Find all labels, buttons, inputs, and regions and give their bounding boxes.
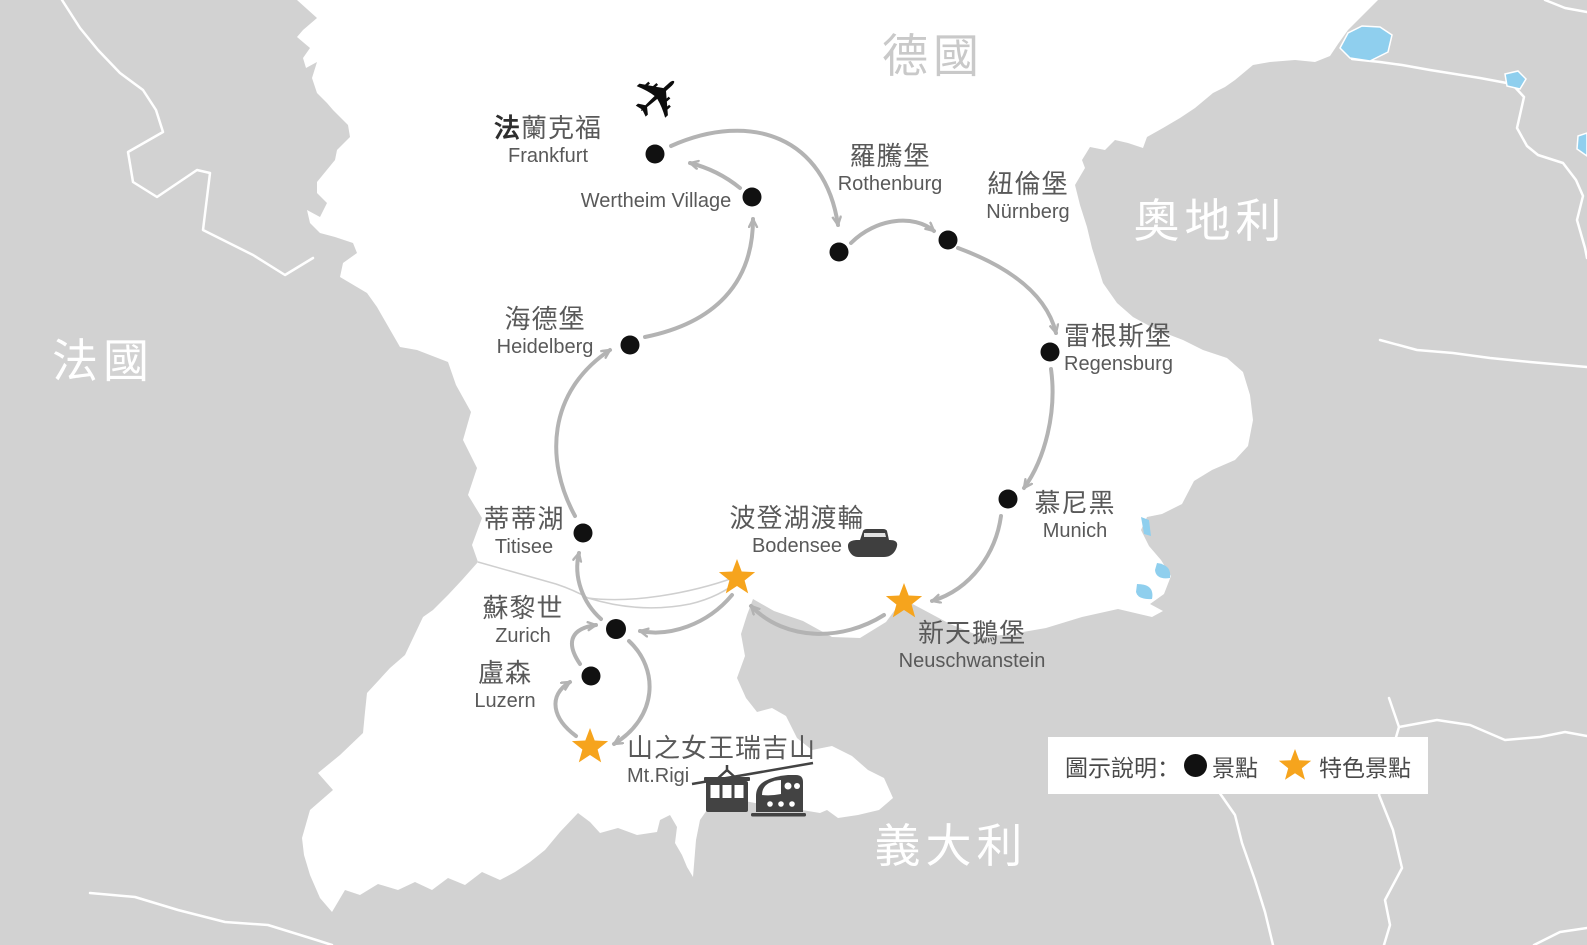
route-segment-mtrigi-luzern xyxy=(553,680,578,738)
stop-label-luzern: 盧森 Luzern xyxy=(474,658,535,713)
stop-label-munich: 慕尼黑 Munich xyxy=(1034,488,1115,543)
route-segment-munich-neuschwanstein xyxy=(930,514,1003,601)
stop-name-zh: 蒂蒂湖 xyxy=(483,504,565,534)
country-label-france: 法國 xyxy=(52,335,154,387)
stop-name-en: Zurich xyxy=(495,625,551,647)
stop-name-en: Regensburg xyxy=(1064,353,1173,375)
stop-name-zh: 雷根斯堡 xyxy=(1064,321,1173,351)
stop-name-zh: 紐倫堡 xyxy=(987,169,1069,199)
stop-name-en: Neuschwanstein xyxy=(898,650,1046,672)
legend-star-icon xyxy=(1276,748,1314,784)
stop-label-bodensee: 波登湖渡輪 Bodensee xyxy=(729,503,864,558)
stop-name-zh: 法蘭克福 xyxy=(493,113,603,143)
route-arrows xyxy=(553,128,1056,746)
stop-label-regensburg: 雷根斯堡 Regensburg xyxy=(1064,321,1173,376)
stop-label-neuschwanstein: 新天鵝堡 Neuschwanstein xyxy=(899,618,1046,673)
stop-dots xyxy=(573,144,1060,686)
stop-dot-luzern xyxy=(581,666,601,686)
train-icon xyxy=(751,775,806,817)
stop-label-zurich: 蘇黎世 Zurich xyxy=(482,593,563,648)
route-segment-frankfurt-rothenburg xyxy=(669,128,838,227)
lake-bavaria-1 xyxy=(1141,517,1151,536)
lake-bavaria-3 xyxy=(1136,584,1153,600)
stop-name-en: Mt.Rigi xyxy=(627,765,690,787)
route-segment-heidelberg-wertheim xyxy=(643,217,753,339)
cable-car-icon xyxy=(691,761,814,812)
stop-label-wertheim: Wertheim Village xyxy=(581,188,731,213)
border-top-right-corner xyxy=(1543,0,1587,14)
route-segment-zurich-mtrigi xyxy=(612,639,652,746)
stop-dot-titisee xyxy=(573,523,593,543)
country-label-austria: 奧地利 xyxy=(1133,195,1287,247)
stop-label-rothenburg: 羅騰堡 Rothenburg xyxy=(838,141,943,196)
stop-name-en: Bodensee xyxy=(751,535,843,557)
legend-star-label: 特色景點 xyxy=(1319,754,1411,781)
lake-bavaria-2 xyxy=(1155,563,1171,579)
route-segment-wertheim-frankfurt xyxy=(688,163,742,190)
border-austria-east xyxy=(1378,338,1587,369)
stop-name-zh: 山之女王瑞吉山 xyxy=(627,733,817,763)
lake-small-right xyxy=(1504,70,1527,90)
border-slovenia-branch xyxy=(1397,718,1587,742)
border-slovenia xyxy=(1377,696,1404,945)
stop-dot-munich xyxy=(998,489,1018,509)
route-segment-bodensee-zurich xyxy=(638,593,734,633)
legend-title: 圖示說明： xyxy=(1065,754,1180,781)
country-label-italy: 義大利 xyxy=(874,820,1028,872)
stop-name-en: Titisee xyxy=(494,536,554,558)
stop-name-zh: 盧森 xyxy=(477,658,532,688)
legend-dot-label: 景點 xyxy=(1212,754,1258,781)
stop-name-zh: 新天鵝堡 xyxy=(917,618,1026,648)
stop-dot-wertheim xyxy=(742,187,762,207)
stop-dot-zurich xyxy=(606,619,626,639)
country-label-germany: 德國 xyxy=(882,30,984,82)
stop-name-zh: 蘇黎世 xyxy=(482,593,564,623)
border-bottom-right xyxy=(1532,926,1587,945)
stop-name-en: Nürnberg xyxy=(986,201,1070,223)
stop-dot-heidelberg xyxy=(620,335,640,355)
route-segment-zurich-titisee xyxy=(577,551,603,621)
stop-name-zh: 慕尼黑 xyxy=(1034,488,1116,518)
stop-name-zh: 羅騰堡 xyxy=(849,141,931,171)
route-segment-titisee-heidelberg xyxy=(554,348,612,518)
lakes xyxy=(1136,25,1587,600)
route-segment-neuschwanstein-bodensee xyxy=(749,604,886,636)
route-segment-nurnberg-regensburg xyxy=(956,246,1056,335)
stop-name-zh: 波登湖渡輪 xyxy=(729,503,865,533)
stop-dot-regensburg xyxy=(1040,342,1060,362)
stop-dot-frankfurt xyxy=(645,144,665,164)
stop-dot-nurnberg xyxy=(938,230,958,250)
stop-name-en: Rothenburg xyxy=(837,173,943,195)
stop-label-frankfurt: 法蘭克福 Frankfurt xyxy=(494,113,602,168)
stop-label-nurnberg: 紐倫堡 Nürnberg xyxy=(986,169,1069,224)
border-italy-east xyxy=(1217,790,1275,945)
route-segment-regensburg-munich xyxy=(1022,367,1055,490)
lake-top-right xyxy=(1339,25,1393,62)
border-bottom-left xyxy=(88,891,334,945)
legend: 圖示說明： 景點 特色景點 xyxy=(1048,737,1428,794)
route-segment-rothenburg-nurnberg xyxy=(849,218,936,245)
legend-dot-icon xyxy=(1184,754,1207,777)
stop-name-en: Frankfurt xyxy=(507,145,589,167)
border-czech-austria xyxy=(1350,57,1587,260)
stop-label-titisee: 蒂蒂湖 Titisee xyxy=(483,504,564,559)
stop-name-en: Wertheim Village xyxy=(580,190,732,212)
lake-right-edge xyxy=(1576,132,1587,157)
stop-dot-rothenburg xyxy=(829,242,849,262)
swiss-german-border-line xyxy=(477,561,589,599)
country-border-lines xyxy=(60,0,1587,945)
stop-label-mtrigi: 山之女王瑞吉山 Mt.Rigi xyxy=(627,733,816,788)
stop-name-en: Munich xyxy=(1042,520,1108,542)
stop-label-heidelberg: 海德堡 Heidelberg xyxy=(497,304,594,359)
border-top-left xyxy=(60,0,315,277)
stop-name-en: Luzern xyxy=(474,690,536,712)
stop-name-zh: 海德堡 xyxy=(504,304,586,334)
stop-name-en: Heidelberg xyxy=(496,336,594,358)
ferry-icon xyxy=(848,529,898,557)
route-segment-luzern-zurich xyxy=(570,625,598,666)
